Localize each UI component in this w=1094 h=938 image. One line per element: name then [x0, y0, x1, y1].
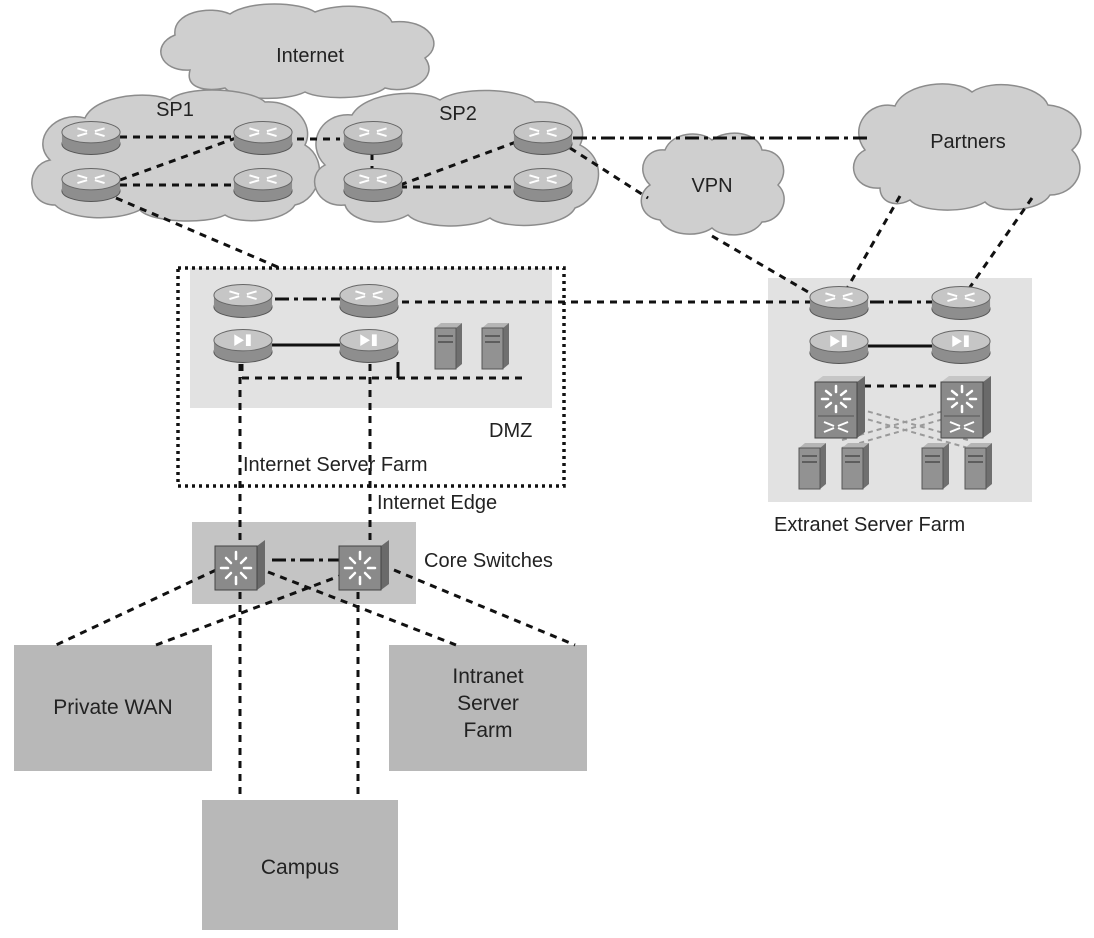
- link-core1-privatewan: [55, 568, 217, 647]
- sp1-label: SP1: [156, 99, 194, 121]
- link-core2-intranet: [393, 568, 576, 647]
- intranet-label-line2: Server: [457, 692, 519, 715]
- router-icon: [60, 120, 122, 156]
- server-icon: [481, 322, 510, 370]
- intranet-label-line3: Farm: [464, 719, 513, 742]
- link-partners-extranet-r2: [966, 197, 1034, 291]
- partners-cloud-shape: [852, 83, 1082, 211]
- link-partners-extranet-r1: [843, 195, 902, 293]
- server-icon: [921, 442, 950, 490]
- intranet-label-line1: Intranet: [452, 665, 523, 688]
- multilayer-switch-icon: [939, 374, 993, 440]
- link-sp2-vpn: [569, 146, 649, 200]
- server-icon: [841, 442, 870, 490]
- campus-label: Campus: [261, 856, 339, 879]
- router-icon: [930, 285, 992, 321]
- internet-cloud-shape: [160, 3, 435, 100]
- private-wan-label: Private WAN: [53, 696, 172, 719]
- sp2-cloud: SP2: [314, 89, 600, 227]
- router-icon: [342, 120, 404, 156]
- core-switches-label: Core Switches: [424, 550, 553, 572]
- router-icon: [60, 167, 122, 203]
- multilayer-switch-icon: [337, 538, 391, 592]
- router-icon: [212, 283, 274, 319]
- campus-box: Campus: [202, 800, 398, 930]
- router-icon: [512, 167, 574, 203]
- vpn-cloud-shape: [640, 132, 785, 236]
- internet-server-farm-label: Internet Server Farm: [243, 454, 428, 476]
- router-icon: [808, 285, 870, 321]
- multilayer-switch-icon: [813, 374, 867, 440]
- link-sp1-dmz: [115, 196, 281, 270]
- link-vpn-extranet: [711, 234, 816, 298]
- intranet-server-farm-box: Intranet Server Farm: [389, 645, 587, 771]
- router-icon: [338, 283, 400, 319]
- sp2-label: SP2: [439, 103, 477, 125]
- internet-edge-boundary: [176, 266, 566, 488]
- extranet-server-farm-label: Extranet Server Farm: [774, 514, 965, 536]
- internet-cloud: Internet: [160, 3, 435, 100]
- firewall-icon: [213, 329, 273, 363]
- links: [55, 135, 1034, 800]
- sp1-cloud: SP1: [31, 89, 321, 222]
- partners-label: Partners: [930, 131, 1006, 153]
- internet-edge-label: Internet Edge: [377, 492, 497, 514]
- server-icon: [798, 442, 827, 490]
- vpn-label: VPN: [691, 175, 732, 197]
- firewall-icon: [339, 329, 399, 363]
- partners-cloud: Partners: [852, 83, 1082, 211]
- server-icon: [434, 322, 463, 370]
- router-icon: [342, 167, 404, 203]
- internet-label: Internet: [276, 45, 344, 67]
- private-wan-box: Private WAN: [14, 645, 212, 771]
- vpn-cloud: VPN: [640, 132, 785, 236]
- firewall-icon: [809, 330, 869, 364]
- router-icon: [232, 167, 294, 203]
- firewall-icon: [931, 330, 991, 364]
- router-icon: [232, 120, 294, 156]
- multilayer-switch-icon: [213, 538, 267, 592]
- dmz-label: DMZ: [489, 420, 532, 442]
- router-icon: [512, 120, 574, 156]
- server-icon: [964, 442, 993, 490]
